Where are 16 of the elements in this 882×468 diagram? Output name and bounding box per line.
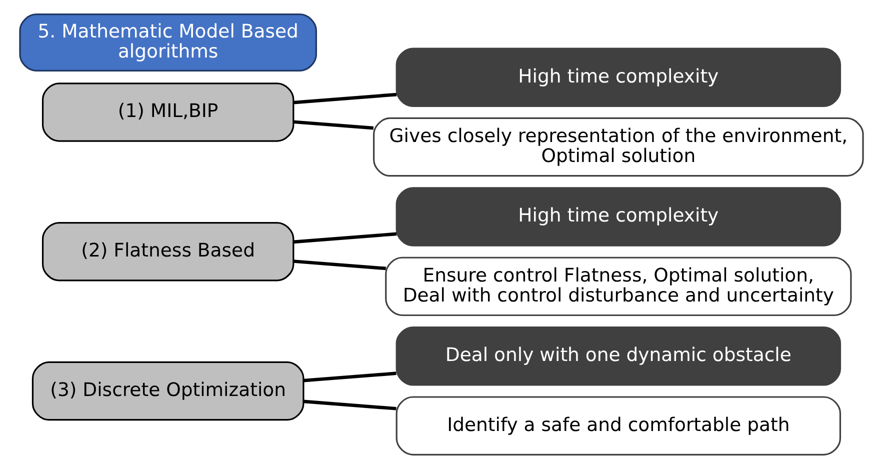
node-box: 5. Mathematic Model Based algorithms	[18, 13, 316, 71]
connector	[292, 120, 374, 130]
node-box: High time complexity	[395, 186, 841, 246]
node-box: (3) Discrete Optimization	[31, 360, 304, 420]
node-box: Deal only with one dynamic obstacle	[395, 326, 841, 386]
connector	[303, 371, 396, 382]
node-box: (2) Flatness Based	[41, 221, 294, 281]
connector	[303, 399, 396, 410]
node-box: High time complexity	[395, 47, 841, 106]
node-box: Gives closely representation of the environment, Optimal solution	[372, 116, 864, 176]
node-box: Ensure control Flatness, Optimal solution, Deal with control disturbance and uncertainty	[384, 256, 852, 316]
connector	[292, 92, 396, 104]
node-box: Identify a safe and comfortable path	[395, 396, 841, 455]
connector	[292, 259, 386, 270]
node-box: (1) MIL,BIP	[41, 82, 294, 142]
connector	[292, 232, 396, 244]
